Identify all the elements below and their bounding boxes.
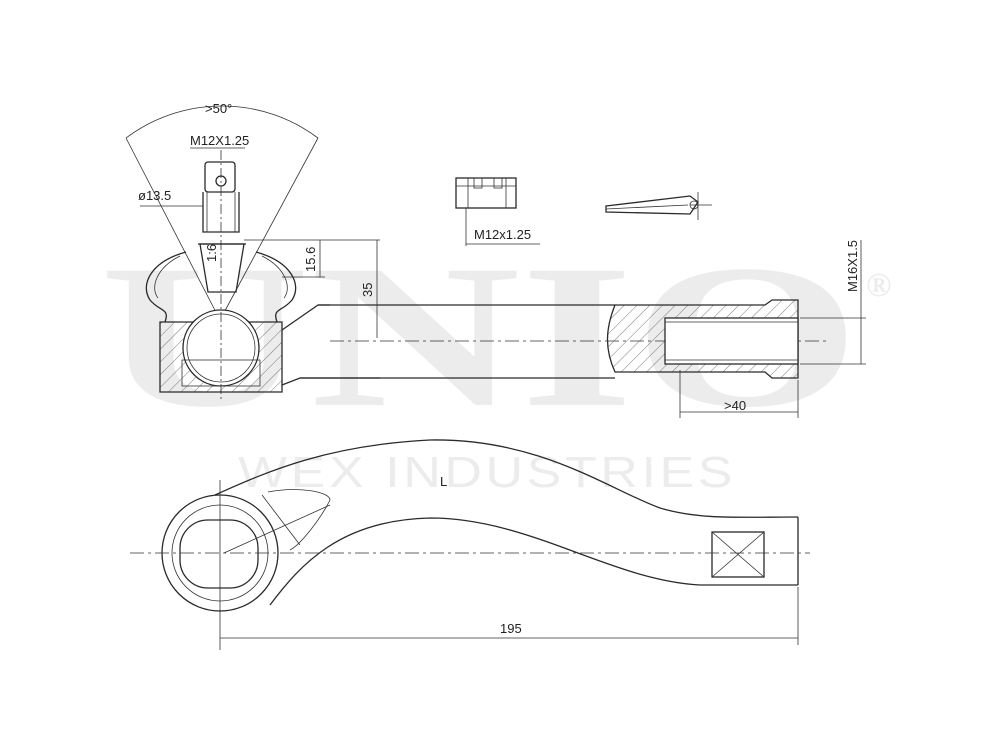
dust-boot-left (145, 251, 187, 323)
watermark-subtitle: WEX INDUSTRIES (238, 448, 736, 497)
taper-label: 1:6 (204, 244, 219, 262)
stud-tip (204, 161, 236, 193)
angle-arc (125, 105, 319, 139)
stud-diameter-label: ø13.5 (138, 188, 171, 203)
ball-joint-side-view (125, 105, 380, 402)
cotter-pin-body (605, 195, 699, 215)
overall-length-label: 195 (500, 621, 522, 636)
rod-side-view (300, 299, 830, 379)
angle-label: >50° (205, 101, 232, 116)
rod-thread-label: M16X1.5 (845, 240, 860, 292)
angle-line-left (125, 137, 221, 321)
side-view-dimensions (140, 147, 866, 418)
height-large-label: 35 (360, 283, 375, 297)
castle-nut (455, 177, 540, 246)
nut-thread-label: M12x1.25 (474, 227, 531, 242)
thread-length-label: >40 (724, 398, 746, 413)
threaded-bore (664, 317, 799, 365)
watermark-registered-mark: ® (866, 267, 891, 304)
nut-body (455, 177, 517, 209)
cotter-pin (605, 192, 712, 220)
wrench-flats (711, 531, 765, 578)
dust-boot-right (255, 251, 297, 323)
eye-inner-boss (179, 519, 259, 589)
arm-bottom-edge (269, 517, 798, 606)
stud-thread-label: M12X1.25 (190, 133, 249, 148)
side-marker-label: L (440, 474, 447, 489)
height-small-label: 15.6 (303, 247, 318, 272)
arm-top-edge (214, 439, 799, 518)
tie-rod-top-view (130, 439, 810, 650)
